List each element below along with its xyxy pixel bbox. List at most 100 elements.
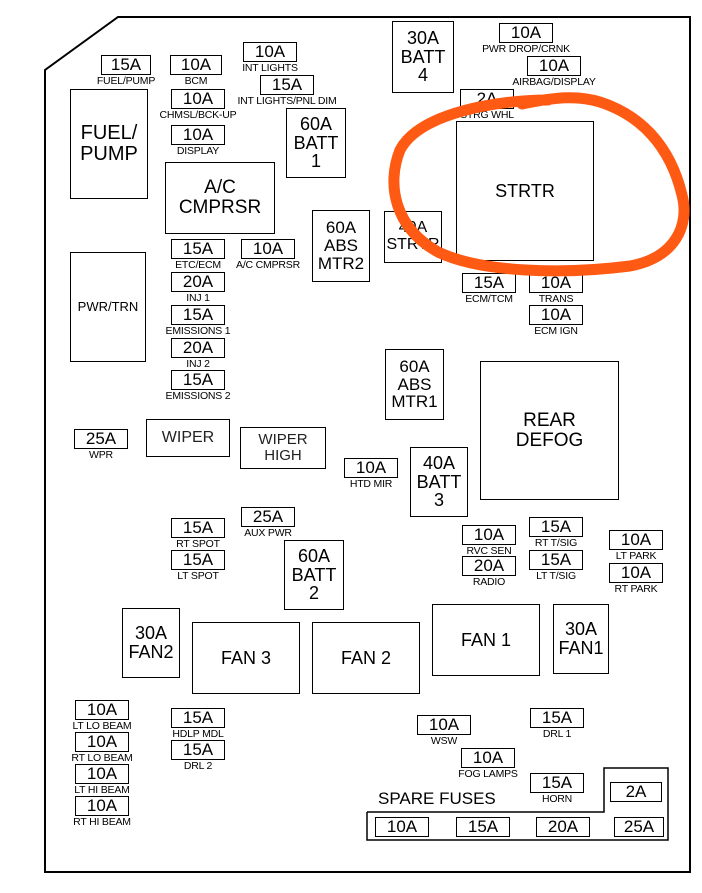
inj-1-fuse: 20A INJ 1: [170, 272, 226, 304]
fuse-value: 15A: [171, 550, 225, 570]
fuse-value: 15A: [462, 273, 516, 293]
chmsl-bck-up-fuse: 10A CHMSL/BCK-UP: [150, 89, 246, 121]
fuse-value: 10A: [171, 125, 225, 145]
fuse-value: 15A: [171, 239, 225, 259]
fuse-value: 10A: [499, 23, 553, 43]
fuse-value: 10A: [461, 748, 515, 768]
hdlp-mdl-fuse: 15A HDLP MDL: [166, 708, 230, 740]
strtr-relay: STRTR: [456, 121, 594, 261]
fuse-value: 10A: [527, 56, 581, 76]
fuse-label: HDLP MDL: [172, 728, 224, 740]
fuse-value: 15A: [171, 740, 225, 760]
batt-4-fuse: 30A BATT 4: [392, 21, 454, 93]
fuse-value: 20A: [171, 272, 225, 292]
fuse-label: RT PARK: [614, 583, 658, 595]
ecm-tcm-fuse: 15A ECM/TCM: [458, 273, 520, 305]
fuse-label: ECM IGN: [534, 325, 578, 337]
abs-mtr1-fuse: 60A ABS MTR1: [385, 349, 444, 420]
wiper-relay: WIPER: [146, 419, 230, 457]
fuse-value: 10A: [75, 764, 129, 784]
fuse-label: FOG LAMPS: [458, 768, 518, 780]
ecm-ign-fuse: 10A ECM IGN: [526, 305, 586, 337]
spare-fuses-title: SPARE FUSES: [378, 789, 496, 808]
fuel-pump-relay: FUEL/ PUMP: [70, 89, 148, 199]
fuel-pump-fuse: 15A FUEL/PUMP: [96, 55, 156, 87]
fuse-label: RT HI BEAM: [73, 816, 131, 828]
fuse-label: PWR DROP/CRNK: [482, 43, 570, 55]
spare-fuse-20a: 20A: [536, 817, 590, 837]
fuse-label: HORN: [541, 793, 573, 805]
fuse-label: INJ 1: [186, 292, 210, 304]
fuse-value: 20A: [462, 556, 516, 576]
batt-2-fuse: 60A BATT 2: [284, 540, 344, 610]
fuse-label: DISPLAY: [176, 145, 220, 157]
fuse-label: RT LO BEAM: [71, 752, 133, 764]
lt-spot-fuse: 15A LT SPOT: [170, 550, 226, 582]
fan-3-relay: FAN 3: [192, 622, 300, 694]
rt-spot-fuse: 15A RT SPOT: [170, 518, 226, 550]
fan-2-relay: FAN 2: [312, 622, 420, 694]
fuse-label: AIRBAG/DISPLAY: [512, 76, 596, 88]
fuse-value: 10A: [75, 796, 129, 816]
fuse-label: AUX PWR: [244, 527, 292, 539]
fuse-value: 25A: [74, 429, 128, 449]
fuse-value: 10A: [609, 530, 663, 550]
fuse-value: 15A: [171, 370, 225, 390]
fuse-label: EMISSIONS 1: [165, 325, 231, 337]
fuse-value: 15A: [529, 550, 583, 570]
fuse-value: 10A: [609, 563, 663, 583]
fuse-label: STRG WHL: [460, 109, 514, 121]
fuse-value: 10A: [75, 732, 129, 752]
fuse-value: 15A: [171, 518, 225, 538]
aux-pwr-fuse: 25A AUX PWR: [238, 507, 298, 539]
fuse-value: 10A: [529, 305, 583, 325]
wsw-fuse: 10A WSW: [416, 715, 472, 747]
fuse-label: WSW: [430, 735, 458, 747]
fuse-label: LT SPOT: [177, 570, 219, 582]
fuse-value: 10A: [417, 715, 471, 735]
fuse-label: RT T/SIG: [534, 537, 578, 549]
pwr-drop-crnk-fuse: 10A PWR DROP/CRNK: [470, 23, 582, 55]
fuse-value: 15A: [530, 708, 584, 728]
fuse-label: TRANS: [538, 293, 574, 305]
fuse-value: 15A: [529, 517, 583, 537]
rt-lo-beam-fuse: 10A RT LO BEAM: [62, 732, 142, 764]
fan2-fuse: 30A FAN2: [122, 608, 180, 678]
rt-park-fuse: 10A RT PARK: [604, 563, 668, 595]
lt-tsig-fuse: 15A LT T/SIG: [526, 550, 586, 582]
fuse-value: 10A: [344, 458, 398, 478]
fog-lamps-fuse: 10A FOG LAMPS: [450, 748, 526, 780]
spare-fuse-10a: 10A: [375, 817, 429, 837]
ac-cmprsr-relay: A/C CMPRSR: [165, 162, 275, 234]
fuse-label: INT LIGHTS: [242, 62, 298, 74]
fuse-label: RADIO: [472, 576, 506, 588]
fuse-value: 15A: [260, 75, 314, 95]
emissions-2-fuse: 15A EMISSIONS 2: [158, 370, 238, 402]
fuse-label: INT LIGHTS/PNL DIM: [237, 95, 337, 107]
fuse-value: 10A: [171, 89, 225, 109]
display-fuse: 10A DISPLAY: [170, 125, 226, 157]
batt-3-fuse: 40A BATT 3: [410, 447, 468, 517]
fuse-label: ECM/TCM: [465, 293, 513, 305]
fuse-label: LT T/SIG: [536, 570, 576, 582]
fuse-value: 15A: [101, 55, 151, 75]
airbag-display-fuse: 10A AIRBAG/DISPLAY: [500, 56, 608, 88]
fuse-label: A/C CMPRSR: [236, 259, 300, 271]
fuse-label: LT HI BEAM: [74, 784, 130, 796]
htd-mir-fuse: 10A HTD MIR: [340, 458, 402, 490]
batt-1-fuse: 60A BATT 1: [286, 108, 346, 178]
rt-hi-beam-fuse: 10A RT HI BEAM: [62, 796, 142, 828]
etc-ecm-fuse: 15A ETC/ECM: [168, 239, 228, 271]
fuse-label: RT SPOT: [176, 538, 220, 550]
pwr-trn-relay: PWR/TRN: [70, 252, 146, 362]
fuse-label: RVC SEN: [466, 545, 512, 557]
inj-2-fuse: 20A INJ 2: [170, 338, 226, 370]
fuse-label: WPR: [89, 449, 113, 461]
drl-1-fuse: 15A DRL 1: [526, 708, 588, 740]
fuse-value: 25A: [241, 507, 295, 527]
spare-fuse-15a: 15A: [456, 817, 510, 837]
fuse-value: 15A: [171, 708, 225, 728]
